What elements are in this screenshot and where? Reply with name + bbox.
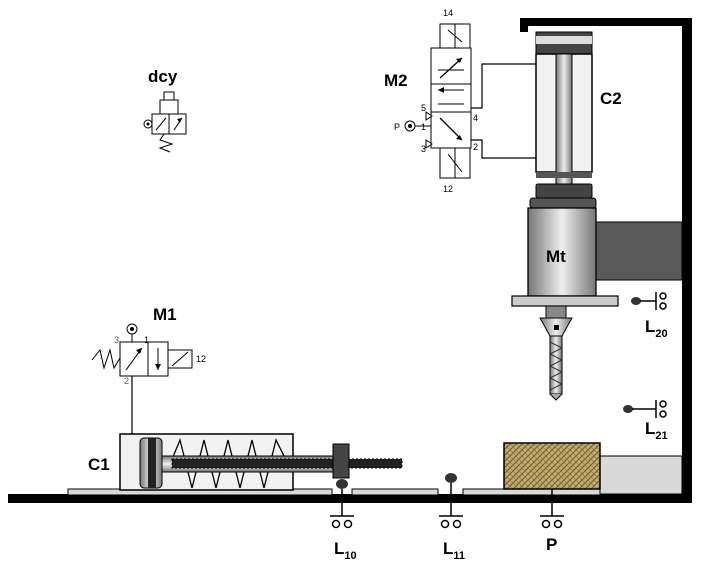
m2-port-p: P [394, 122, 400, 132]
sensor-p [540, 489, 564, 529]
cylinder-c2 [535, 31, 593, 199]
label-m1: M1 [153, 305, 177, 324]
m1-port-12: 12 [196, 354, 206, 364]
label-m2: M2 [384, 71, 408, 90]
drill-motor-mt [511, 197, 683, 401]
top-beam-lip [520, 18, 528, 32]
dcy-push-valve [143, 91, 187, 153]
label-dcy: dcy [148, 67, 178, 86]
m2-port-12: 12 [443, 184, 453, 194]
workpiece-p [503, 442, 601, 490]
m2-port-4: 4 [473, 113, 478, 123]
label-l21: L21 [645, 419, 668, 442]
motor-bracket [591, 221, 683, 281]
valve-m1 [91, 323, 193, 434]
label-c1: C1 [88, 455, 110, 474]
label-c2: C2 [600, 89, 622, 108]
right-column [682, 18, 692, 503]
label-l11: L11 [443, 539, 465, 562]
label-mt: Mt [546, 247, 566, 266]
m1-port-2: 2 [124, 376, 129, 386]
top-beam [520, 18, 692, 26]
label-p: P [546, 535, 557, 554]
sensor-l11 [439, 473, 463, 529]
label-l10: L10 [334, 539, 357, 562]
m2-port-1: 1 [421, 122, 426, 132]
sensor-l21 [623, 400, 667, 418]
valve-m2 [404, 23, 536, 179]
cylinder-c1 [119, 433, 403, 491]
machine-frame [8, 18, 692, 503]
m1-port-3: 3 [114, 335, 119, 345]
right-support-block [599, 455, 683, 495]
floor-beam [8, 494, 692, 503]
m2-port-14: 14 [443, 8, 453, 18]
m2-port-5: 5 [421, 103, 426, 113]
sensor-l10 [330, 479, 354, 529]
m2-port-3: 3 [421, 144, 426, 154]
sensor-l20 [631, 292, 667, 310]
m1-port-1: 1 [144, 335, 149, 345]
label-l20: L20 [645, 317, 668, 340]
base-plates [67, 455, 683, 496]
m2-port-2: 2 [473, 142, 478, 152]
